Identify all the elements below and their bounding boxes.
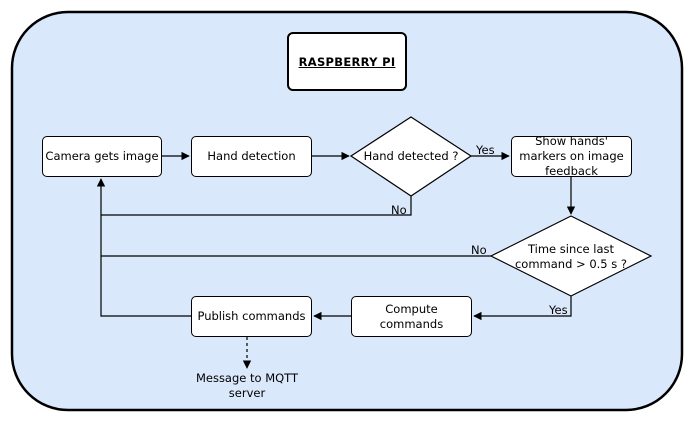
node-publish-commands: Publish commands <box>191 296 312 337</box>
node-hand-detection: Hand detection <box>191 136 312 177</box>
decision-hand-detected-label: Hand detected ? <box>363 148 459 163</box>
decision-time-check-label: Time since last command > 0.5 s ? <box>514 241 628 271</box>
node-camera-gets-image: Camera gets image <box>42 136 162 177</box>
decision-time-check-shape <box>489 215 653 297</box>
edge-time-yes-to-compute <box>473 296 572 321</box>
edge-label-hand-no: No <box>391 203 407 217</box>
edge-label-time-yes: Yes <box>549 303 568 317</box>
node-compute-commands: Compute commands <box>351 296 472 337</box>
raspberry-pi-panel <box>10 10 684 412</box>
edge-decision-no-to-camera <box>96 178 412 216</box>
edge-publish-to-camera <box>100 215 191 317</box>
node-show-hands-markers: Show hands' markers on image feedback <box>511 134 632 178</box>
edge-label-time-no: No <box>471 243 487 257</box>
mqtt-message-label: Message to MQTT server <box>195 371 299 400</box>
edge-label-hand-yes: Yes <box>476 143 495 157</box>
diagram-title: RASPBERRY PI <box>287 32 407 91</box>
decision-hand-detected-shape <box>349 116 473 197</box>
